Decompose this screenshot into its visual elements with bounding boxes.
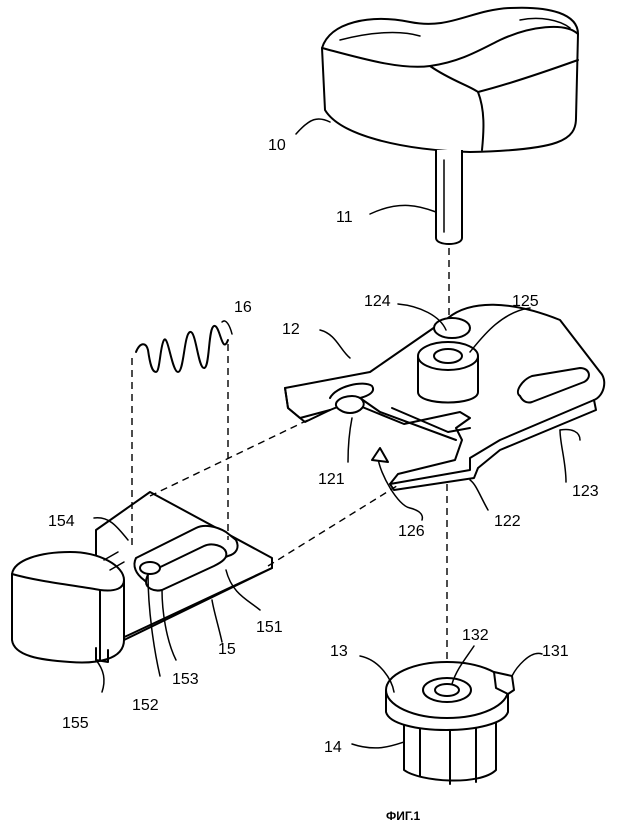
label-155: 155 (62, 715, 89, 732)
label-10: 10 (268, 137, 286, 154)
spring-16 (136, 326, 228, 372)
label-125: 125 (512, 293, 539, 310)
reference-labels: 10 11 12 124 125 16 121 123 122 126 154 … (48, 137, 599, 823)
handle-knob-10 (322, 8, 578, 152)
label-152: 152 (132, 697, 159, 714)
label-12: 12 (282, 321, 300, 338)
label-123: 123 (572, 483, 599, 500)
gear-base-13-14 (386, 662, 514, 784)
label-14: 14 (324, 739, 342, 756)
label-154: 154 (48, 513, 75, 530)
figure-caption: ФИГ.1 (386, 809, 421, 823)
label-121: 121 (318, 471, 345, 488)
plate-12 (285, 305, 604, 490)
label-132: 132 (462, 627, 489, 644)
label-124: 124 (364, 293, 391, 310)
label-11: 11 (336, 209, 353, 226)
label-16: 16 (234, 299, 252, 316)
label-151: 151 (256, 619, 283, 636)
slider-guide-upper (150, 420, 308, 496)
label-13: 13 (330, 643, 348, 660)
shaft-11 (436, 150, 462, 244)
label-131: 131 (542, 643, 569, 660)
label-122: 122 (494, 513, 521, 530)
label-153: 153 (172, 671, 199, 688)
label-126: 126 (398, 523, 425, 540)
slider-guide-lower (268, 484, 400, 566)
label-15: 15 (218, 641, 236, 658)
